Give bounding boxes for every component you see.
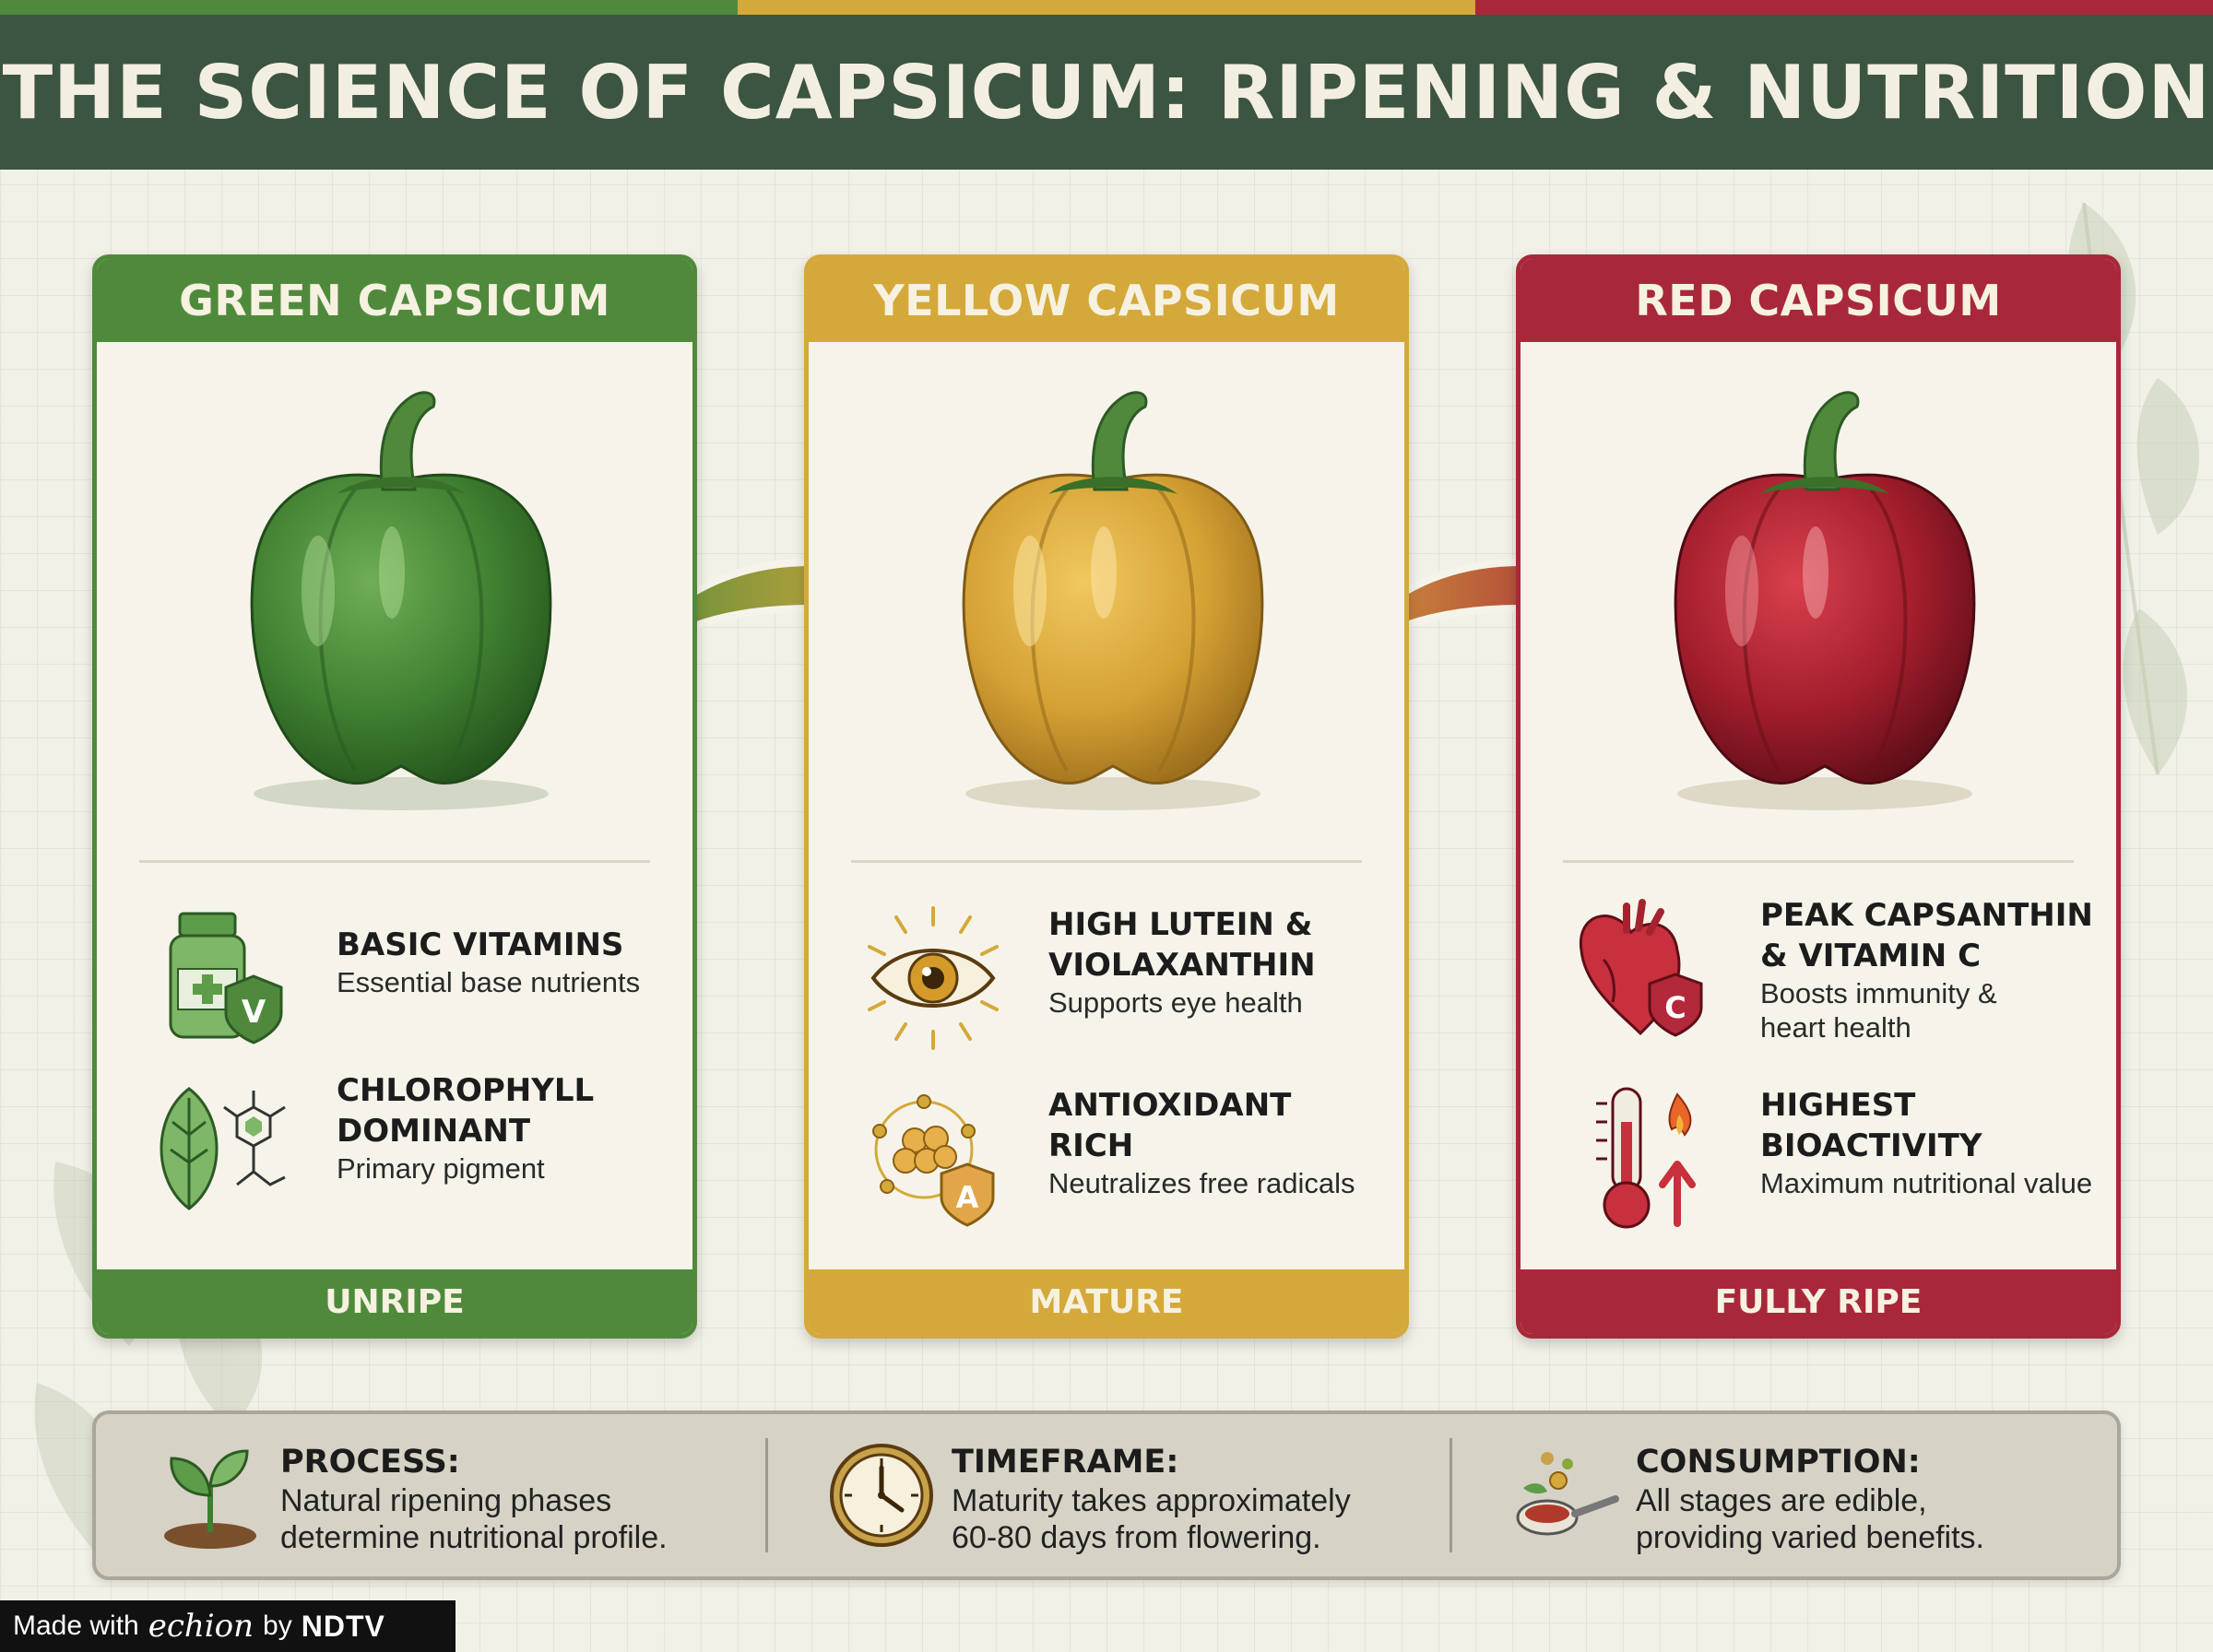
thermometer-icon	[1596, 1087, 1696, 1229]
stage-label: MATURE	[809, 1269, 1404, 1334]
info-separator	[1450, 1438, 1452, 1552]
feature-basic-vitamins: V BASIC VITAMINS Essential base nutrient…	[152, 904, 687, 1061]
card-title: GREEN CAPSICUM	[97, 259, 692, 342]
feature-description: Supports eye health	[1048, 986, 1303, 1019]
card-green-capsicum: GREEN CAPSICUM V BASIC VITA	[92, 254, 697, 1339]
card-red-capsicum: RED CAPSICUM C PEAK CAPSANTHIN & VITAMIN	[1516, 254, 2121, 1339]
info-timeframe: TIMEFRAME: Maturity takes approximately …	[826, 1414, 1416, 1576]
feature-description: Essential base nutrients	[337, 966, 641, 998]
antioxidant-icon: A	[872, 1094, 995, 1227]
feature-heading: HIGH LUTEIN & VIOLAXANTHIN	[1048, 906, 1316, 984]
info-description: Maturity takes approximately 60-80 days …	[952, 1483, 1351, 1555]
eye-icon	[868, 906, 999, 1050]
info-consumption: CONSUMPTION: All stages are edible, prov…	[1510, 1414, 2101, 1576]
badge-brand-logo: echion	[148, 1608, 254, 1645]
page-title: THE SCIENCE OF CAPSICUM: RIPENING & NUTR…	[2, 49, 2211, 136]
stage-label: UNRIPE	[97, 1269, 692, 1334]
clock-icon	[830, 1444, 933, 1547]
feature-antioxidant: A ANTIOXIDANT RICH Neutralizes free radi…	[864, 1085, 1399, 1242]
info-process: PROCESS: Natural ripening phases determi…	[155, 1414, 745, 1576]
feature-chlorophyll: CHLOROPHYLL DOMINANT Primary pigment	[152, 1070, 687, 1227]
feature-heading: PEAK CAPSANTHIN & VITAMIN C	[1760, 897, 2093, 974]
feature-heading: ANTIOXIDANT RICH	[1048, 1087, 1292, 1164]
feature-lutein: HIGH LUTEIN & VIOLAXANTHIN Supports eye …	[864, 904, 1399, 1061]
info-bar: PROCESS: Natural ripening phases determi…	[92, 1410, 2121, 1580]
card-divider	[851, 860, 1362, 863]
info-description: All stages are edible, providing varied …	[1636, 1483, 1985, 1555]
feature-bioactivity: HIGHEST BIOACTIVITY Maximum nutritional …	[1576, 1085, 2111, 1242]
card-yellow-capsicum: YELLOW CAPSICUM	[804, 254, 1409, 1339]
info-heading: TIMEFRAME:	[952, 1444, 1179, 1481]
made-with-badge[interactable]: Made with echion by NDTV	[0, 1600, 456, 1652]
info-heading: CONSUMPTION:	[1636, 1444, 1921, 1481]
card-divider	[1563, 860, 2074, 863]
svg-text:A: A	[956, 1180, 979, 1215]
yellow-pepper-icon	[962, 391, 1264, 810]
info-heading: PROCESS:	[280, 1444, 460, 1481]
feature-description: Boosts immunity & heart health	[1760, 977, 1997, 1044]
vitamin-bottle-icon: V	[169, 912, 283, 1044]
feature-description: Neutralizes free radicals	[1048, 1167, 1355, 1199]
feature-heading: HIGHEST BIOACTIVITY	[1760, 1087, 1982, 1164]
svg-text:C: C	[1664, 990, 1686, 1025]
badge-by: by	[263, 1611, 292, 1641]
stage-label: FULLY RIPE	[1521, 1269, 2116, 1334]
feature-description: Primary pigment	[337, 1152, 545, 1185]
feature-description: Maximum nutritional value	[1760, 1167, 2093, 1199]
leaf-molecule-icon	[160, 1087, 286, 1210]
info-separator	[765, 1438, 768, 1552]
green-pepper-icon	[250, 391, 552, 810]
spoon-spice-icon	[1516, 1452, 1619, 1536]
feature-capsanthin: C PEAK CAPSANTHIN & VITAMIN C Boosts imm…	[1576, 895, 2111, 1052]
sprout-icon	[164, 1449, 256, 1549]
svg-text:V: V	[242, 994, 266, 1031]
card-title: RED CAPSICUM	[1521, 259, 2116, 342]
info-description: Natural ripening phases determine nutrit…	[280, 1483, 668, 1555]
feature-heading: BASIC VITAMINS	[337, 926, 624, 963]
badge-made-with: Made with	[13, 1611, 139, 1641]
top-color-stripe	[0, 0, 2213, 15]
card-title: YELLOW CAPSICUM	[809, 259, 1404, 342]
header-bar: THE SCIENCE OF CAPSICUM: RIPENING & NUTR…	[0, 15, 2213, 170]
feature-heading: CHLOROPHYLL DOMINANT	[337, 1072, 595, 1150]
card-divider	[139, 860, 650, 863]
heart-shield-icon: C	[1579, 899, 1703, 1037]
red-pepper-icon	[1674, 391, 1976, 810]
badge-partner-logo: NDTV	[301, 1609, 385, 1643]
